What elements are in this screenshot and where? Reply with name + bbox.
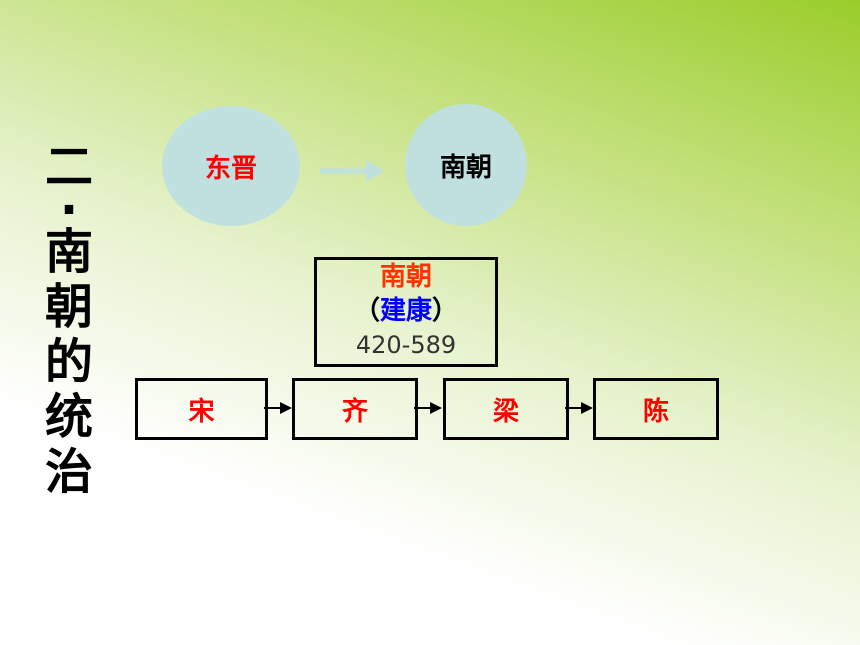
dynasty-label: 齐: [341, 396, 368, 427]
title-char: 南: [44, 224, 93, 280]
title-char: 朝: [44, 279, 93, 335]
arrow-right-icon: [414, 402, 442, 414]
dynasty-box-chen: 陈: [593, 378, 719, 440]
title-char: ·: [59, 182, 79, 238]
box-title: 南朝: [379, 262, 432, 292]
arrow-right-icon: [264, 402, 292, 414]
paren-close: ）: [432, 296, 459, 326]
title-char: 二: [44, 139, 93, 195]
arrow-right-icon: [565, 402, 593, 414]
southern-dynasties-box: 南朝 （建康） 420-589: [314, 257, 498, 367]
capital-line: （建康）: [317, 294, 495, 328]
dynasty-label: 梁: [492, 396, 519, 427]
from-label: 东晋: [204, 153, 257, 184]
dynasty-label: 陈: [642, 396, 669, 427]
title-char: 的: [44, 334, 93, 390]
dynasty-box-liang: 梁: [443, 378, 569, 440]
from-circle: 东晋: [162, 106, 300, 226]
title-char: 统: [44, 389, 93, 445]
capital-name: 建康: [379, 296, 432, 326]
title-char: 治: [44, 444, 93, 500]
to-circle: 南朝: [405, 104, 527, 226]
light-arrow-icon: [320, 160, 384, 182]
to-label: 南朝: [439, 152, 492, 183]
paren-open: （: [353, 296, 380, 326]
dynasty-box-song: 宋: [135, 378, 268, 440]
dynasty-box-qi: 齐: [292, 378, 418, 440]
dynasty-label: 宋: [188, 396, 215, 427]
vertical-title: 二 · 南 朝 的 统 治: [40, 140, 98, 500]
year-range: 420-589: [355, 331, 457, 359]
